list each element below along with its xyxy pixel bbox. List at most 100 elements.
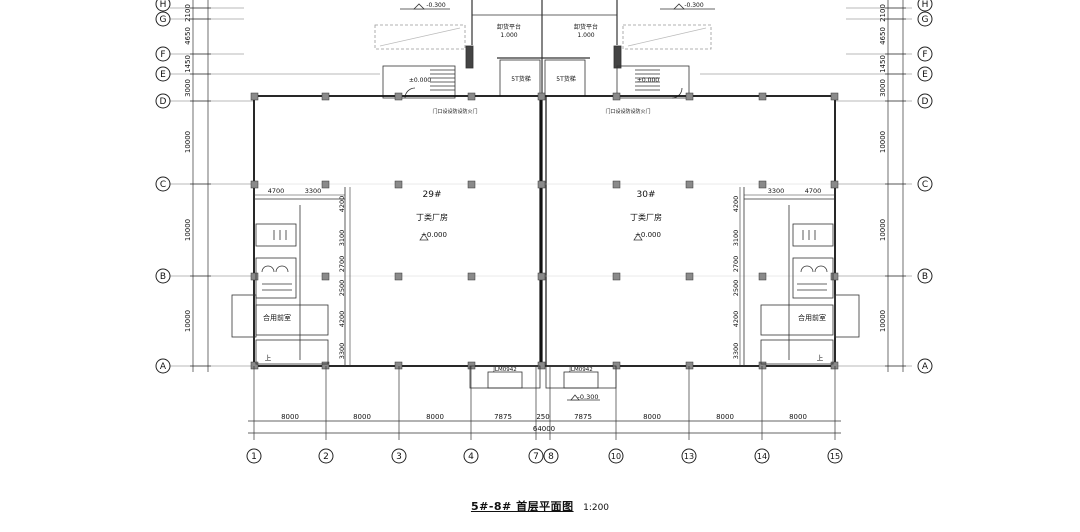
- dim-left-7: 10000: [184, 310, 192, 332]
- axis-d-right: D: [922, 97, 929, 107]
- dim-int-right-v1: 4200: [732, 196, 740, 213]
- elev-bottom: -0.300: [578, 393, 599, 401]
- stair-level-left: ±0.000: [409, 77, 431, 84]
- axis-c-left: C: [160, 180, 166, 190]
- axis-2: 2: [323, 452, 329, 462]
- west-service-core: [231, 187, 346, 366]
- dim-bottom-4: 7875: [494, 413, 512, 421]
- dim-int-right-v2: 3100: [732, 230, 740, 247]
- platform-level-right: 1.000: [577, 32, 594, 39]
- bottom-dimension-lines: [248, 366, 841, 440]
- dim-right-7: 10000: [879, 310, 887, 332]
- dim-int-left-v6: 3300: [338, 343, 346, 360]
- axis-e-left: E: [160, 70, 166, 80]
- dim-int-right-w1: 3300: [768, 187, 785, 195]
- dim-int-left-v5: 4200: [338, 311, 346, 328]
- freight-lift-right: 5T货梯: [556, 75, 575, 83]
- unit-left-level: ±0.000: [421, 231, 447, 239]
- dim-right-1: 2100: [879, 4, 887, 22]
- axis-b-right: B: [922, 272, 928, 282]
- structural-columns: [250, 92, 839, 370]
- axis-14: 14: [757, 452, 767, 461]
- dim-bottom-2: 8000: [353, 413, 371, 421]
- dim-int-left-v3: 2700: [338, 256, 346, 273]
- dim-left-1: 2100: [184, 4, 192, 22]
- elev-top-left: -0.300: [426, 2, 446, 9]
- axis-13: 13: [684, 452, 694, 461]
- dim-right-6: 10000: [879, 219, 887, 241]
- drawing-caption: 5#-8# 首层平面图 1:200: [0, 498, 1080, 514]
- platform-label-left: 卸货平台: [497, 23, 521, 31]
- platform-label-right: 卸货平台: [574, 23, 598, 31]
- freight-lift-left: 5T货梯: [511, 75, 530, 83]
- axis-g-left: G: [160, 15, 167, 25]
- dim-int-right-v3: 2700: [732, 256, 740, 273]
- dim-int-right-v5: 4200: [732, 311, 740, 328]
- drawing-scale: 1:200: [583, 503, 610, 513]
- dim-int-left-w2: 3300: [305, 187, 322, 195]
- dim-left-5: 10000: [184, 131, 192, 153]
- dim-int-left-w1: 4700: [268, 187, 285, 195]
- east-service-core: [743, 187, 860, 366]
- dim-bottom-1: 8000: [281, 413, 299, 421]
- dim-bottom-7: 8000: [643, 413, 661, 421]
- dim-right-4: 3000: [879, 79, 887, 97]
- dim-int-left-v4: 2500: [338, 280, 346, 297]
- dim-right-5: 10000: [879, 131, 887, 153]
- unit-right-name: 30#: [637, 190, 656, 200]
- fire-door-note-left: 门口设设防设防火门: [432, 108, 477, 115]
- axis-7: 7: [533, 452, 539, 462]
- axis-e-right: E: [922, 70, 928, 80]
- axis-4: 4: [468, 452, 474, 462]
- unit-right-level: ±0.000: [635, 231, 661, 239]
- dim-left-3: 1450: [184, 55, 192, 73]
- dim-bottom-5: 250: [536, 413, 549, 421]
- loading-area: [374, 0, 715, 99]
- window-code-right: JLM0942: [568, 367, 592, 373]
- dim-bottom-3: 8000: [426, 413, 444, 421]
- axis-d-left: D: [160, 97, 167, 107]
- window-code-left: JLM0942: [492, 367, 516, 373]
- axis-8: 8: [548, 452, 554, 462]
- room-shared-left: 合用前室: [263, 313, 291, 322]
- axis-b-left: B: [160, 272, 166, 282]
- fire-door-note-right: 门口设设防设防火门: [605, 108, 650, 115]
- room-shared-right: 合用前室: [798, 313, 826, 322]
- axis-f-left: F: [160, 50, 165, 60]
- right-dimension-texts: 2100 4650 1450 3000 10000 10000 10000: [879, 4, 887, 332]
- dim-right-2: 4650: [879, 27, 887, 45]
- platform-level-left: 1.000: [500, 32, 517, 39]
- axis-f-right: F: [922, 50, 927, 60]
- left-dimension-texts: 2100 4650 1450 3000 10000 10000 10000: [184, 4, 192, 332]
- stair-up-right: 上: [817, 353, 824, 362]
- unit-left-name: 29#: [423, 190, 442, 200]
- axis-bubbles-vertical: [246, 448, 843, 464]
- axis-h-right: H: [922, 0, 929, 10]
- axis-bubbles-horizontal: [155, 0, 933, 374]
- axis-1: 1: [251, 452, 257, 462]
- axis-a-left: A: [160, 362, 167, 372]
- dim-left-4: 3000: [184, 79, 192, 97]
- elev-top-right: -0.300: [684, 2, 704, 9]
- stair-level-right: ±0.000: [637, 77, 659, 84]
- axis-3: 3: [396, 452, 402, 462]
- axis-10: 10: [611, 452, 621, 461]
- axis-h-left: H: [160, 0, 167, 10]
- dim-left-2: 4650: [184, 27, 192, 45]
- unit-left-use: 丁类厂房: [416, 212, 448, 222]
- drawing-title: 5#-8# 首层平面图: [470, 500, 574, 513]
- unit-right-use: 丁类厂房: [630, 212, 662, 222]
- dim-bottom-8: 8000: [716, 413, 734, 421]
- dim-int-right-v4: 2500: [732, 280, 740, 297]
- dim-int-right-w2: 4700: [805, 187, 822, 195]
- dim-left-6: 10000: [184, 219, 192, 241]
- dim-int-right-v6: 3300: [732, 343, 740, 360]
- axis-g-right: G: [922, 15, 929, 25]
- dim-bottom-6: 7875: [574, 413, 592, 421]
- stair-up-left: 上: [265, 353, 272, 362]
- dim-int-left-v2: 3100: [338, 230, 346, 247]
- dim-total: 64000: [533, 425, 555, 433]
- axis-a-right: A: [922, 362, 929, 372]
- dim-right-3: 1450: [879, 55, 887, 73]
